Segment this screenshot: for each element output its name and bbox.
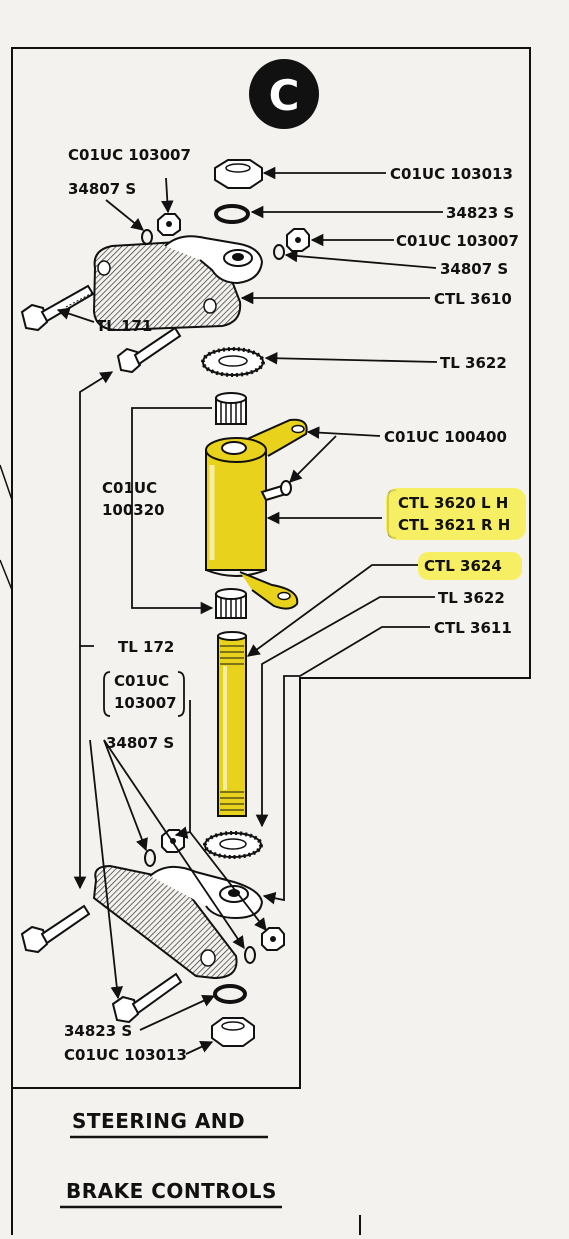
- label-c01uc-103007-right: C01UC 103007: [396, 232, 519, 250]
- label-c01uc-100400: C01UC 100400: [384, 428, 507, 446]
- highlight-ctl3624: [418, 552, 522, 580]
- page-edge-left-2: [0, 559, 13, 591]
- section-badge-letter: C: [269, 71, 300, 120]
- part-bolt-tl171: [20, 284, 95, 332]
- part-nut-top: [214, 159, 263, 189]
- label-tl3622-top: TL 3622: [440, 354, 507, 372]
- label-tl3622-mid: TL 3622: [438, 589, 505, 607]
- part-small-washer-right: [273, 244, 285, 260]
- label-34807s-right: 34807 S: [440, 260, 508, 278]
- label-c01uc-100320-line2: 100320: [102, 501, 165, 519]
- part-small-nut-left: [157, 213, 181, 236]
- title-line-2: BRAKE CONTROLS: [66, 1179, 277, 1203]
- part-spring-washer-top: [214, 204, 250, 224]
- part-small-nut-right: [286, 228, 310, 252]
- part-thrust-bearing-bottom: [203, 831, 263, 859]
- label-c01uc-103007-mid-line2: 103007: [114, 694, 177, 712]
- part-small-washer-lower-left: [144, 849, 156, 867]
- part-upper-lever: [92, 235, 264, 332]
- label-c01uc-103007-top: C01UC 103007: [68, 146, 191, 164]
- bracket-left-100320: [103, 671, 111, 717]
- label-tl171: TL 171: [96, 317, 152, 335]
- part-needle-bearing-bottom: [215, 588, 247, 619]
- label-ctl3620-lh: CTL 3620 L H: [398, 494, 508, 512]
- part-small-washer-left: [141, 229, 153, 245]
- part-small-nut-lower-right: [261, 927, 285, 951]
- label-34823s-top: 34823 S: [446, 204, 514, 222]
- part-nut-bottom: [211, 1017, 255, 1047]
- title-line-1: STEERING AND: [72, 1109, 245, 1133]
- label-c01uc-100320-line1: C01UC: [102, 479, 157, 497]
- label-34807s-top: 34807 S: [68, 180, 136, 198]
- label-tl172: TL 172: [118, 638, 174, 656]
- part-spring-washer-bottom: [213, 984, 247, 1004]
- label-c01uc-103013-bottom: C01UC 103013: [64, 1046, 187, 1064]
- bracket-right-103007: [177, 671, 185, 717]
- part-bolt-lower-middle: [111, 972, 183, 1024]
- leader-lines: [56, 166, 443, 1055]
- label-ctl3624: CTL 3624: [424, 557, 502, 575]
- label-34823s-bottom: 34823 S: [64, 1022, 132, 1040]
- label-ctl3621-rh: CTL 3621 R H: [398, 516, 510, 534]
- part-bolt-lower-left: [20, 904, 91, 954]
- part-shaft-highlighted: [217, 631, 247, 817]
- part-housing-highlighted: [205, 418, 308, 610]
- part-small-washer-lower-right: [244, 946, 256, 964]
- label-c01uc-103007-mid-line1: C01UC: [114, 672, 169, 690]
- label-c01uc-103013-top: C01UC 103013: [390, 165, 513, 183]
- label-34807s-mid: 34807 S: [106, 734, 174, 752]
- part-thrust-bearing-top: [201, 347, 265, 377]
- label-ctl3611: CTL 3611: [434, 619, 512, 637]
- part-lower-lever: [92, 864, 264, 980]
- part-needle-bearing-top: [215, 392, 247, 425]
- part-bolt-tl172-upper: [116, 326, 182, 374]
- page-edge-left-1: [0, 464, 13, 501]
- highlight-ctl3620-3621: [386, 488, 526, 540]
- label-ctl3610: CTL 3610: [434, 290, 512, 308]
- section-badge: C: [249, 59, 319, 129]
